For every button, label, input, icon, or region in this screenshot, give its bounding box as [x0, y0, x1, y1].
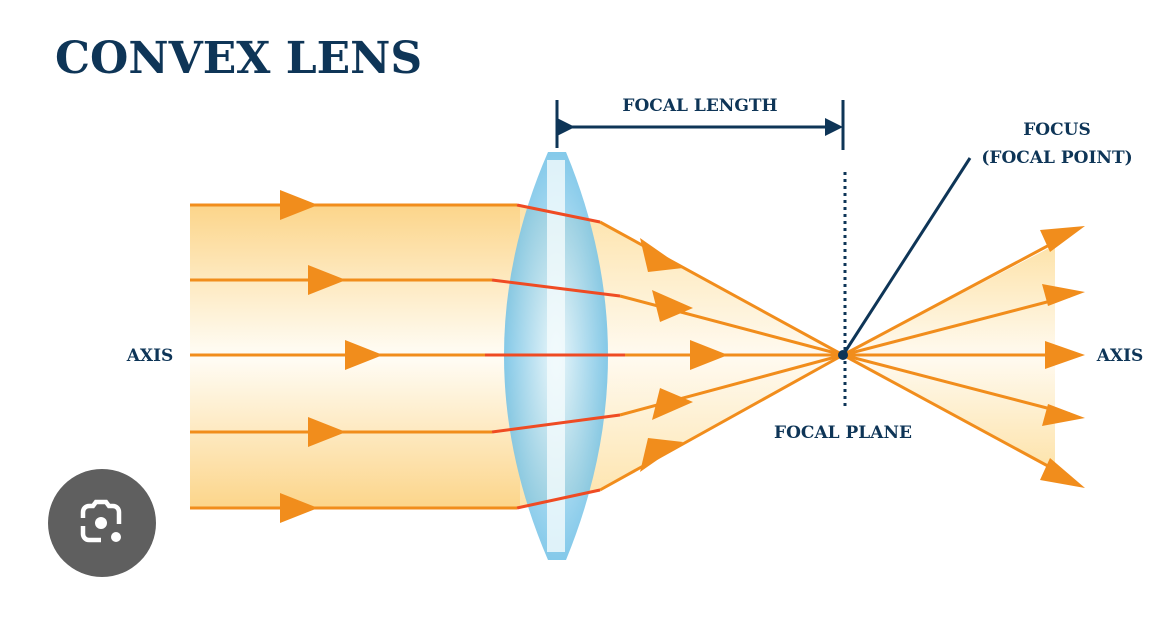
diagram-title: CONVEX LENS: [55, 33, 422, 84]
focal-length-label: FOCAL LENGTH: [622, 96, 777, 116]
axis-label-right: AXIS: [1096, 346, 1144, 366]
google-lens-button[interactable]: [48, 469, 156, 577]
focus-pointer-line: [841, 157, 972, 356]
ray-arrows: [280, 190, 1085, 523]
light-rays: [190, 203, 1071, 510]
focus-label: FOCUS: [1023, 120, 1091, 140]
focal-plane-label: FOCAL PLANE: [774, 423, 912, 443]
diverging-beam: [843, 245, 1055, 470]
google-lens-icon: [80, 499, 122, 543]
focal-point-label: (FOCAL POINT): [981, 148, 1132, 168]
focal-point-dot: [838, 350, 848, 360]
refracted-segments: [485, 203, 625, 510]
axis-label-left: AXIS: [126, 346, 174, 366]
